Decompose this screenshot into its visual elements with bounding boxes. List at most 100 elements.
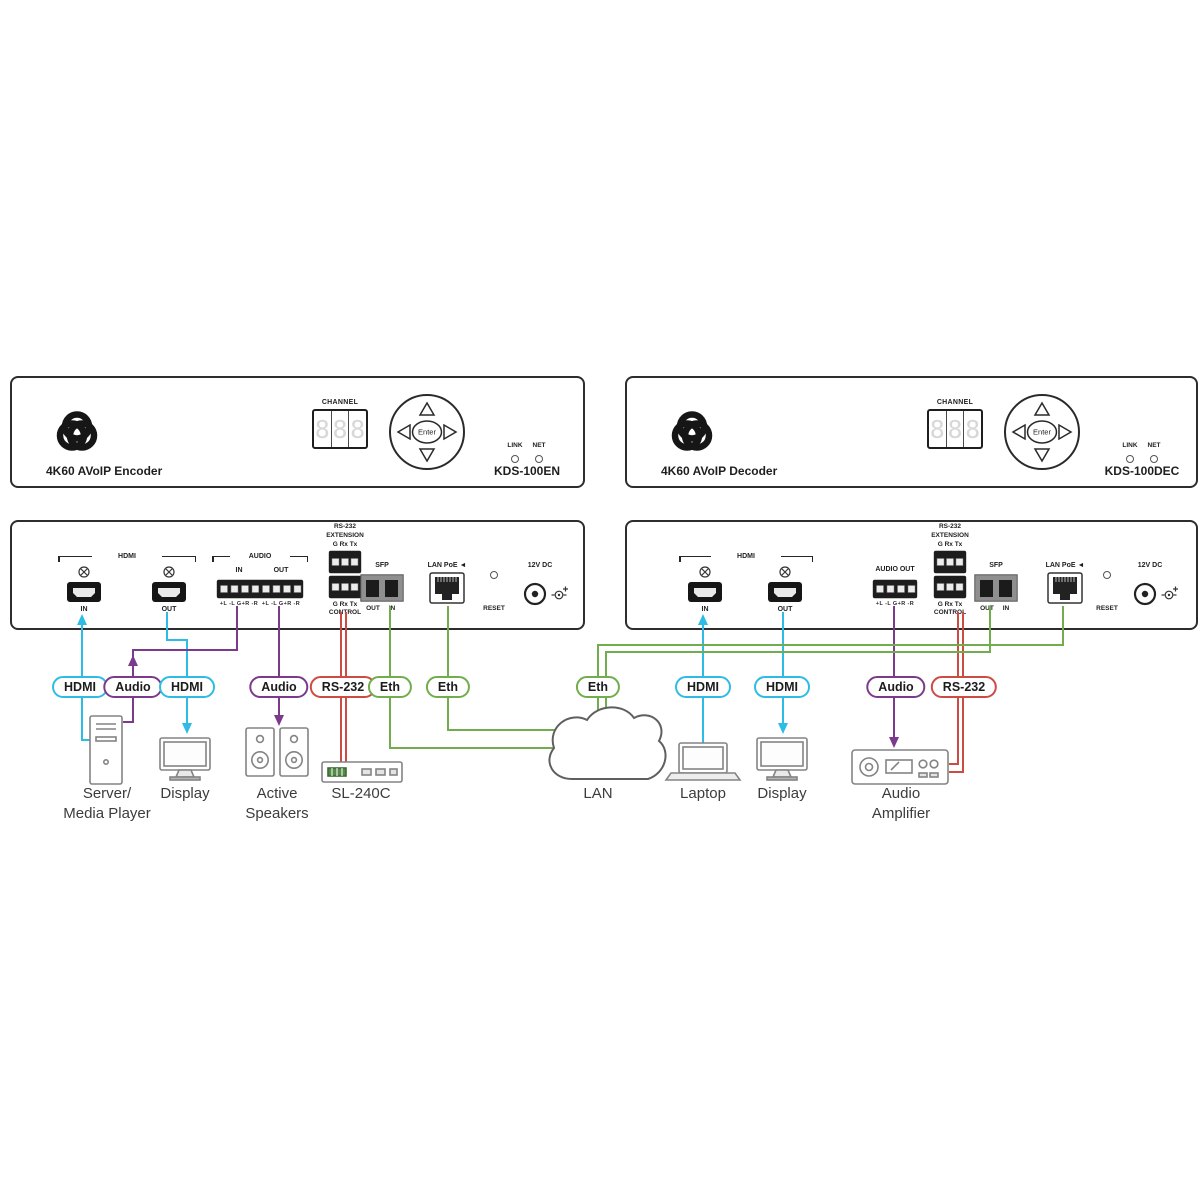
display-icon xyxy=(159,737,211,781)
sfp-out-label: OUT xyxy=(366,605,380,612)
nav-left-icon xyxy=(396,423,411,441)
label-line: Display xyxy=(160,785,210,802)
lan-rj45-port xyxy=(1047,572,1083,604)
hdmi-in-port xyxy=(67,582,101,602)
audio-in-label: IN xyxy=(235,567,243,574)
audio-out-pins: +L -L G+R -R xyxy=(261,601,301,607)
kramer-logo xyxy=(671,411,713,451)
nav-down-icon xyxy=(418,448,436,463)
pill-audio-amplifier: Audio xyxy=(866,676,926,698)
server-tower-icon xyxy=(89,715,123,785)
channel-display: 8 8 8 xyxy=(927,409,983,449)
hdmi-port-symbol-icon xyxy=(78,566,90,578)
sfp-in-label: IN xyxy=(388,605,396,612)
kramer-logo xyxy=(56,411,98,451)
pill-hdmi-server: HDMI xyxy=(52,676,108,698)
hdmi-port-symbol-icon xyxy=(699,566,711,578)
decoder-rear-panel: HDMI IN OUT AUDIO OUT +L -L G+R -R RS-23… xyxy=(625,520,1198,630)
pill-hdmi-laptop: HDMI xyxy=(675,676,731,698)
laptop-icon xyxy=(664,742,742,781)
nav-up-icon xyxy=(1033,401,1051,416)
net-led xyxy=(1150,455,1158,463)
encoder-front-panel: 4K60 AVoIP Encoder CHANNEL 8 8 8 Enter L… xyxy=(10,376,585,488)
label-line: Media Player xyxy=(63,805,151,822)
amplifier-icon xyxy=(851,749,949,785)
pill-audio-speakers: Audio xyxy=(249,676,309,698)
reset-hole xyxy=(1103,571,1111,579)
sfp-label: SFP xyxy=(375,562,389,569)
label-sl240c: SL-240C xyxy=(331,784,390,804)
audio-out-terminal xyxy=(258,579,304,599)
lan-rj45-port xyxy=(429,572,465,604)
lan-cloud xyxy=(548,706,667,780)
hdmi-out-label: OUT xyxy=(777,606,793,613)
decoder-front-panel: 4K60 AVoIP Decoder CHANNEL 8 8 8 Enter L… xyxy=(625,376,1198,488)
model-name: KDS-100DEC xyxy=(1104,464,1180,478)
channel-display: 8 8 8 xyxy=(312,409,368,449)
link-label: LINK xyxy=(1122,442,1138,449)
pill-eth-decoder: Eth xyxy=(575,676,621,698)
model-name: KDS-100EN xyxy=(493,464,561,478)
label-active-speakers: Active Speakers xyxy=(245,784,308,824)
polarity-icon xyxy=(1161,586,1178,600)
label-display-2: Display xyxy=(757,784,806,804)
label-line: LAN xyxy=(583,785,613,802)
label-line: Active xyxy=(256,785,298,802)
nav-down-icon xyxy=(1033,448,1051,463)
net-label: NET xyxy=(532,442,546,449)
audio-out-terminal xyxy=(872,579,918,599)
reset-label: RESET xyxy=(1096,605,1118,612)
power-label: 12V DC xyxy=(1137,562,1163,569)
pill-audio-server: Audio xyxy=(103,676,163,698)
speakers-icon xyxy=(245,727,309,777)
pill-hdmi-display2: HDMI xyxy=(754,676,810,698)
link-led xyxy=(1126,455,1134,463)
pill-rs232-sl240c: RS-232 xyxy=(309,676,377,698)
channel-digit: 8 xyxy=(314,414,330,444)
label-laptop: Laptop xyxy=(680,784,726,804)
hdmi-out-port xyxy=(152,582,186,602)
hdmi-in-label: IN xyxy=(80,606,88,613)
audio-in-pins: +L -L G+R -R xyxy=(219,601,259,607)
net-led xyxy=(535,455,543,463)
rs232-extension-terminal xyxy=(328,550,362,574)
power-jack xyxy=(1133,582,1157,606)
reset-label: RESET xyxy=(483,605,505,612)
channel-digit: 8 xyxy=(350,414,366,444)
sfp-ports xyxy=(974,574,1018,602)
lan-poe-label: LAN PoE ◄ xyxy=(1045,562,1085,569)
label-display-1: Display xyxy=(160,784,209,804)
rs232-control-terminal xyxy=(328,575,362,599)
label-line: SL-240C xyxy=(331,785,391,802)
label-lan: LAN xyxy=(583,784,612,804)
hdmi-in-port xyxy=(688,582,722,602)
label-line: Server/ xyxy=(82,785,132,802)
rs232-extension-label: EXTENSION xyxy=(931,532,969,539)
power-jack xyxy=(523,582,547,606)
sfp-ports xyxy=(360,574,404,602)
nav-up-icon xyxy=(418,401,436,416)
rs232-control-pins: G Rx Tx xyxy=(937,601,963,608)
audio-out-pins: +L -L G+R -R xyxy=(875,601,915,607)
channel-digit: 8 xyxy=(929,414,945,444)
link-led xyxy=(511,455,519,463)
channel-digit: 8 xyxy=(945,411,965,447)
pill-hdmi-display: HDMI xyxy=(159,676,215,698)
label-server-media-player: Server/ Media Player xyxy=(63,784,151,824)
sfp-label: SFP xyxy=(989,562,1003,569)
channel-label: CHANNEL xyxy=(936,399,974,406)
power-label: 12V DC xyxy=(527,562,553,569)
pill-eth-lan: Eth xyxy=(425,676,471,698)
pill-rs232-amplifier: RS-232 xyxy=(930,676,998,698)
enter-label: Enter xyxy=(1033,428,1051,437)
reset-hole xyxy=(490,571,498,579)
audio-out-section-label: AUDIO OUT xyxy=(875,566,915,573)
label-line: Audio xyxy=(881,785,921,802)
hdmi-out-label: OUT xyxy=(161,606,177,613)
audio-out-label: OUT xyxy=(273,567,289,574)
hdmi-in-label: IN xyxy=(701,606,709,613)
encoder-rear-panel: HDMI IN OUT AUDIO IN OUT +L -L G+R -R +L… xyxy=(10,520,585,630)
enter-label: Enter xyxy=(418,428,436,437)
audio-section-label: AUDIO xyxy=(230,552,290,561)
